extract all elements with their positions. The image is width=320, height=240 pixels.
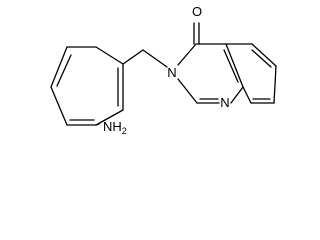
bond-ar3-inner [56, 54, 72, 87]
bond-n3-ch2 [142, 49, 168, 68]
bond-ar4 [50, 86, 68, 126]
bond-n3-c2 [177, 78, 198, 104]
bond-ar1 [95, 46, 124, 65]
pyrimidinone-ring [177, 22, 244, 104]
bond-c5-c6 [251, 43, 277, 67]
amine-nh-text: NH [103, 119, 122, 134]
bond-c5-c6-inner [251, 49, 272, 68]
bond-ch2-aryl [122, 49, 144, 65]
amine-label: NH2 [103, 119, 127, 136]
bond-c6-c7 [273, 65, 277, 104]
bond-c8a-c4a-inner [223, 49, 239, 83]
molecule-structure: O N N NH2 [50, 4, 277, 136]
amine-subscript: 2 [122, 126, 127, 136]
benzo-ring [223, 43, 277, 104]
oxygen-label: O [192, 4, 202, 19]
bond-aryl-nh2 [95, 123, 100, 126]
bond-ar6 [95, 109, 124, 126]
nitrogen-1-label: N [220, 95, 229, 110]
nitrogen-3-label: N [167, 65, 176, 80]
bond-n1-c8a [230, 86, 244, 104]
bond-c4-n3 [177, 43, 197, 66]
bond-c8-c8a [242, 86, 252, 104]
bond-ar3 [50, 46, 68, 88]
bond-c8a-c4a [225, 43, 244, 88]
aminophenyl-ring [50, 46, 124, 126]
